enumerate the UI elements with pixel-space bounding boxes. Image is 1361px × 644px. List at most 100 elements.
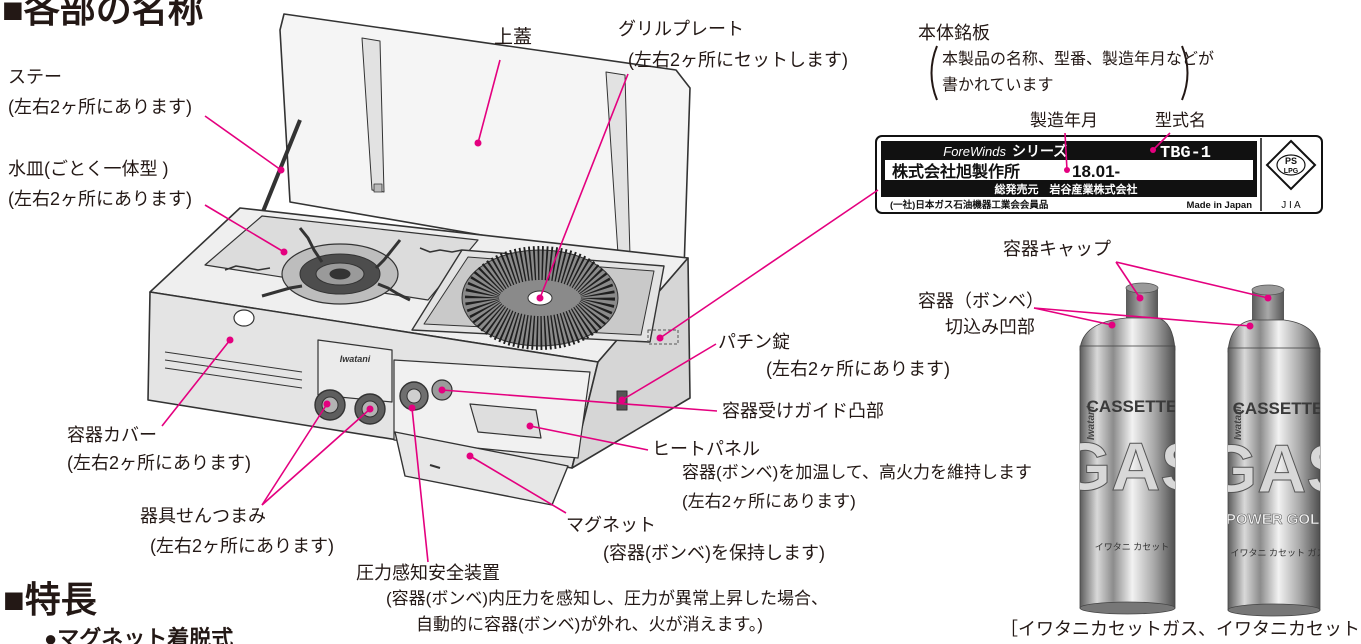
label-magnet-note: (容器(ボンベ)を保持します) <box>603 543 825 563</box>
label-heat-panel: ヒートパネル <box>652 439 760 459</box>
heat-panel <box>469 403 542 439</box>
nameplate-position <box>647 329 679 345</box>
features-first-item: ●マグネット着脱式 <box>44 626 234 644</box>
dot-container-cover <box>226 336 234 344</box>
leader-lid <box>477 59 501 144</box>
leader-heat-panel <box>529 425 649 451</box>
leader-knob-right <box>261 408 371 506</box>
burner-area <box>204 215 479 305</box>
leader-lines <box>161 59 1269 563</box>
label-container-cover-note: (左右2ヶ所にあります) <box>67 453 251 473</box>
plate-maker: 株式会社旭製作所 <box>892 162 1020 181</box>
leader-pressure-device <box>411 407 429 563</box>
features-item-clip: ●マグネット着脱式 <box>44 624 284 644</box>
page-title-clip: ■各部の名称 <box>2 0 282 32</box>
label-stay-note: (左右2ヶ所にあります) <box>8 97 192 117</box>
label-knob-note: (左右2ヶ所にあります) <box>150 536 334 556</box>
gas-can-right: Iwatani CASSETTE GAS POWER GOLD イワタニ カセッ… <box>1204 284 1351 617</box>
features-heading: ■特長 <box>3 579 97 620</box>
label-nameplate: 本体銘板 <box>918 23 990 43</box>
label-container-cover: 容器カバー <box>67 425 157 445</box>
label-pressure-device: 圧力感知安全装置 <box>356 563 500 583</box>
leader-guide <box>441 389 718 412</box>
can-left-line1: CASSETTE <box>1087 397 1178 416</box>
leader-stay <box>204 115 282 171</box>
label-model-name: 型式名 <box>1155 111 1206 130</box>
label-pressure-device-desc-1: (容器(ボンベ)内圧力を感知し、圧力が異常上昇した場合、 <box>386 589 828 608</box>
stove-brand-badge: Iwatani <box>340 354 371 364</box>
leader-cap-left <box>1115 261 1141 299</box>
dot-cap-left <box>1136 294 1144 302</box>
dot-latch <box>618 396 626 404</box>
label-magnet: マグネット <box>566 515 656 535</box>
dot-magnet <box>466 452 474 460</box>
label-pressure-device-desc-2: 自動的に容器(ボンベ)が外れ、火が消えます。) <box>416 615 763 634</box>
dot-grill-plate <box>536 294 544 302</box>
plate-series: シリーズ <box>1012 143 1067 159</box>
label-container-notch-1: 容器（ボンベ） <box>918 291 1044 311</box>
leader-dots <box>226 139 1272 460</box>
label-water-tray-note: (左右2ヶ所にあります) <box>8 189 192 209</box>
leader-knob-left <box>261 403 328 506</box>
dot-cap-right <box>1264 294 1272 302</box>
plate-model: TBG-1 <box>1160 144 1211 163</box>
ps-lpg-mark: PS LPG <box>1265 139 1317 191</box>
leader-water-tray <box>204 204 285 253</box>
label-knob: 器具せんつまみ <box>140 506 266 526</box>
label-grill-plate: グリルプレート <box>618 19 744 39</box>
plate-date: 18.01- <box>1072 162 1120 181</box>
label-heat-panel-desc: 容器(ボンベ)を加温して、高火力を維持します <box>682 463 1032 482</box>
can-caption: ［イワタニカセットガス、イワタニカセットガ <box>1000 619 1361 639</box>
note-bracket-right <box>1181 45 1189 101</box>
leader-notch-left <box>1033 307 1113 326</box>
lpg-mark-text: LPG <box>1284 168 1299 175</box>
leader-grill-plate <box>539 73 629 299</box>
label-water-tray: 水皿(ごとく一体型 ) <box>8 159 169 179</box>
plate-distributor: 総発売元 岩谷産業株式会社 <box>995 182 1138 196</box>
leader-model-name <box>1152 132 1171 151</box>
leader-notch-right <box>1033 307 1251 327</box>
dot-notch-right <box>1246 322 1254 330</box>
dot-pressure-device <box>408 404 416 412</box>
dot-heat-panel <box>526 422 534 430</box>
label-latch-note: (左右2ヶ所にあります) <box>766 359 950 379</box>
can-right-small: イワタニ カセット ガス <box>1230 548 1325 558</box>
can-right-line1: CASSETTE <box>1233 399 1324 418</box>
leader-magnet <box>469 455 567 514</box>
leader-nameplate <box>659 189 879 339</box>
leader-container-cover <box>161 339 231 427</box>
dot-notch-left <box>1108 321 1116 329</box>
dot-lid <box>474 139 482 147</box>
dot-water-tray <box>280 248 288 256</box>
plate-made-in: Made in Japan <box>1187 200 1253 211</box>
page-title: ■各部の名称 <box>2 0 204 30</box>
lid <box>279 13 691 271</box>
label-nameplate-note-1: 本製品の名称、型番、製造年月などが <box>942 51 1215 68</box>
plate-series-brand: ForeWinds <box>943 144 1006 159</box>
plate-association: (一社)日本ガス石油機器工業会会員品 <box>890 199 1048 211</box>
stove-illustration: Iwatani <box>147 13 691 506</box>
dot-nameplate <box>656 334 664 342</box>
can-left-brand: Iwatani <box>1086 406 1097 440</box>
label-latch: パチン錠 <box>718 332 790 352</box>
can-left-small: イワタニ カセット <box>1095 542 1170 552</box>
dot-knob-right <box>366 405 374 413</box>
leader-cap-right <box>1115 261 1269 299</box>
can-left-line2: GAS <box>1058 429 1205 505</box>
dot-guide <box>438 386 446 394</box>
leader-manufacture-date <box>1064 132 1068 171</box>
nameplate-illustration: ForeWinds シリーズ TBG-1 株式会社旭製作所 18.01- 総発売… <box>875 135 1323 214</box>
label-container-cap: 容器キャップ <box>1003 239 1111 259</box>
can-right-line2: GAS <box>1204 431 1351 507</box>
can-right-brand: Iwatani <box>1233 406 1244 440</box>
can-caption-clip: ［イワタニカセットガス、イワタニカセットガ <box>1000 614 1361 644</box>
dot-model-name <box>1150 147 1156 153</box>
pressure-device <box>399 379 453 411</box>
dot-manufacture-date <box>1064 167 1070 173</box>
label-nameplate-note-2: 書かれています <box>942 77 1054 94</box>
label-lid: 上蓋 <box>494 27 533 48</box>
leader-latch <box>621 343 717 401</box>
label-stay: ステー <box>8 67 62 87</box>
dot-stay <box>277 166 285 174</box>
